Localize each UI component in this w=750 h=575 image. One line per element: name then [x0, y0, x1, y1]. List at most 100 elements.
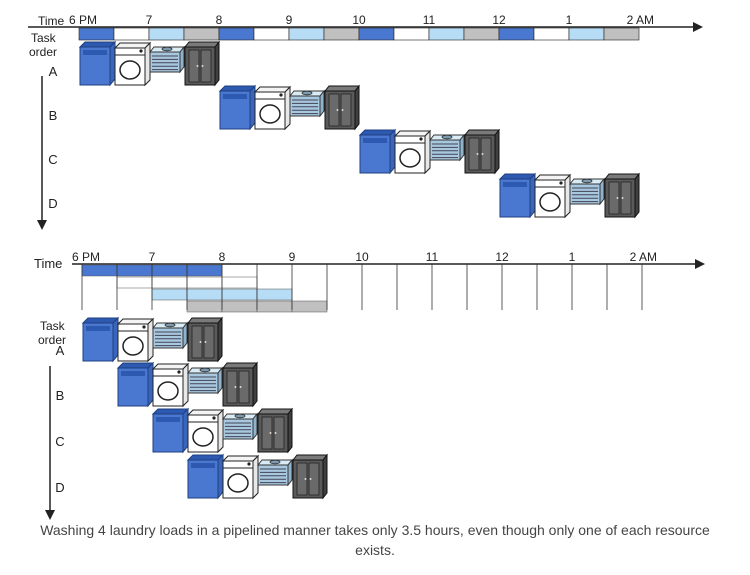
dryer-knob: [177, 370, 181, 374]
closet-door-left: [296, 462, 308, 496]
dryer-side: [147, 317, 154, 363]
dryer-top: [116, 318, 155, 325]
closet-handle: [196, 65, 199, 67]
closet-handle: [304, 478, 307, 480]
folder-icon: [186, 366, 224, 395]
closet-handle: [309, 478, 312, 480]
resource-usage-segment: [116, 264, 153, 277]
closet-handle: [201, 65, 204, 67]
closet-door-right: [273, 416, 285, 450]
closet-side: [217, 316, 223, 363]
closet-icon: [291, 453, 329, 500]
closet-top: [291, 454, 329, 461]
timeline-segment: [463, 27, 500, 41]
resource-usage-segment: [221, 300, 258, 313]
folder-side: [459, 133, 465, 162]
folder-side: [182, 321, 188, 350]
timeline-segment: [533, 27, 570, 41]
closet-door-right: [203, 325, 215, 359]
timeline-segment: [78, 27, 115, 41]
folder-body: [152, 327, 184, 349]
resource-usage-segment: [186, 300, 223, 313]
closet-icon: [323, 84, 361, 131]
closet-side: [322, 453, 328, 500]
time-tick-label: 7: [146, 13, 153, 27]
closet-side: [287, 407, 293, 454]
dryer-side: [284, 85, 291, 131]
timeline-segment: [428, 27, 465, 41]
closet-handle: [621, 197, 624, 199]
folder-icon: [428, 133, 466, 162]
closet-top: [256, 408, 294, 415]
washer-icon: [116, 361, 155, 408]
washer-panel: [503, 182, 527, 187]
task-letter-b: B: [56, 388, 65, 403]
folder-dial: [441, 134, 453, 140]
folder-side: [599, 177, 605, 206]
timeline-segment: [218, 27, 255, 41]
timeline-segment: [358, 27, 395, 41]
folder-icon: [288, 89, 326, 118]
dryer-door: [259, 104, 281, 124]
dryer-knob: [212, 416, 216, 420]
timeline-segment: [288, 27, 325, 41]
closet-handle: [234, 386, 237, 388]
dryer-side: [182, 362, 189, 408]
washer-top: [116, 362, 155, 369]
folder-icon: [221, 412, 259, 441]
task-order-label-line: order: [29, 45, 57, 59]
time-tick-label: 1: [566, 13, 573, 27]
time-axis-label: Time: [34, 256, 62, 271]
time-axis-arrowhead: [693, 22, 703, 32]
task-letter-d: D: [48, 196, 57, 211]
closet-side: [354, 84, 360, 131]
closet-icon: [183, 40, 221, 87]
task-order-arrowhead: [37, 220, 47, 230]
closet-handle: [476, 153, 479, 155]
folder-body: [222, 418, 254, 440]
dryer-door: [157, 381, 179, 401]
dryer-knob: [559, 181, 563, 185]
closet-handle: [341, 109, 344, 111]
task-letter-d: D: [55, 480, 64, 495]
resource-usage-segment: [256, 300, 293, 313]
folder-dial: [161, 46, 173, 52]
folder-body: [187, 372, 219, 394]
dryer-top: [253, 86, 292, 93]
resource-usage-segment: [151, 276, 188, 289]
washer-top: [186, 454, 225, 461]
folder-icon: [151, 321, 189, 350]
washer-top: [498, 173, 537, 180]
dryer-side: [424, 129, 431, 175]
dryer-door: [399, 148, 421, 168]
closet-icon: [186, 316, 224, 363]
dryer-icon: [221, 454, 260, 500]
timeline-segment: [568, 27, 605, 41]
time-tick-label: 11: [423, 13, 436, 27]
time-tick-label: 1: [569, 250, 576, 264]
folder-dial: [234, 413, 246, 419]
dryer-icon: [151, 362, 190, 408]
folder-icon: [568, 177, 606, 206]
dryer-door: [122, 336, 144, 356]
resource-usage-segment: [221, 288, 258, 301]
timeline-segment: [253, 27, 290, 41]
dryer-knob: [279, 93, 283, 97]
folder-body: [257, 464, 289, 486]
closet-handle: [269, 432, 272, 434]
time-tick-label: 12: [495, 250, 509, 264]
washer-icon: [218, 84, 257, 131]
figure-caption: Washing 4 laundry loads in a pipelined m…: [40, 522, 710, 558]
folder-side: [217, 366, 223, 395]
folder-dial: [581, 178, 593, 184]
dryer-top: [393, 130, 432, 137]
washer-icon: [186, 453, 225, 500]
resource-usage-segment: [151, 264, 188, 277]
folder-side: [252, 412, 258, 441]
washer-panel: [86, 326, 110, 331]
folder-icon: [256, 458, 294, 487]
dryer-icon: [113, 41, 152, 87]
washer-icon: [498, 172, 537, 219]
